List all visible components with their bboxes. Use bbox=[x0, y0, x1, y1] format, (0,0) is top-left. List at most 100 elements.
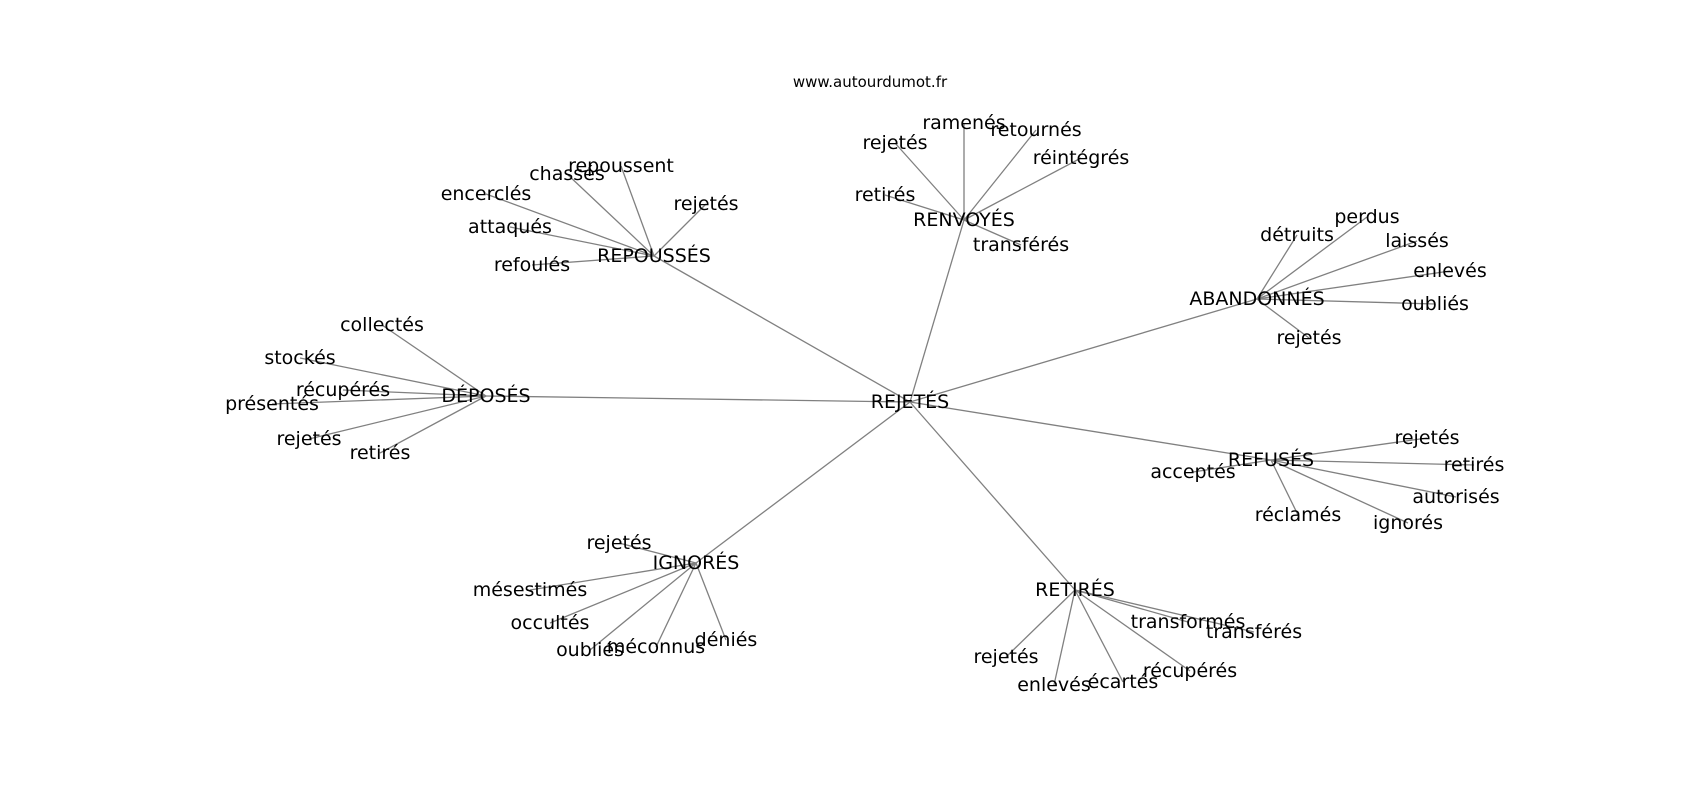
leaf-node-label: transférés bbox=[973, 234, 1069, 256]
hub-node-label: REPOUSSÉS bbox=[597, 244, 711, 267]
edge-hub-to-leaf bbox=[653, 203, 707, 257]
edge-center-to-hub bbox=[909, 219, 965, 403]
edge-hub-to-leaf bbox=[271, 395, 487, 405]
leaf-node-label: retirés bbox=[1444, 454, 1505, 476]
leaf-node-label: transférés bbox=[1206, 621, 1302, 643]
leaf-node-label: récupérés bbox=[1143, 660, 1237, 682]
leaf-node-label: rejetés bbox=[862, 132, 927, 154]
edge-hub-to-leaf bbox=[589, 562, 697, 651]
edge-hub-to-leaf bbox=[1270, 459, 1299, 516]
edge-hub-to-leaf bbox=[1270, 437, 1428, 461]
edge-hub-to-leaf bbox=[618, 542, 697, 564]
hub-node-label: DÉPOSÉS bbox=[441, 384, 530, 407]
edge-hub-to-leaf bbox=[963, 157, 1082, 221]
edge-hub-to-leaf bbox=[529, 562, 697, 591]
edge-hub-to-leaf bbox=[1256, 298, 1310, 339]
leaf-node-label: refoulés bbox=[494, 254, 570, 276]
center-node-label: REJETÉS bbox=[871, 390, 950, 413]
edge-hub-to-leaf bbox=[299, 357, 487, 397]
edge-hub-to-leaf bbox=[1270, 459, 1457, 498]
leaf-node-label: ramenés bbox=[922, 112, 1005, 134]
hub-node-label: ABANDONNÉS bbox=[1189, 287, 1324, 310]
edge-hub-to-leaf bbox=[381, 324, 487, 397]
leaf-node-label: écartés bbox=[1088, 671, 1159, 693]
edge-hub-to-leaf bbox=[1192, 459, 1272, 473]
hub-node-label: IGNORÉS bbox=[653, 551, 740, 574]
leaf-node-label: déniés bbox=[695, 629, 758, 651]
leaf-node-label: repoussent bbox=[568, 155, 674, 177]
edge-center-to-hub bbox=[909, 401, 1076, 591]
edge-hub-to-leaf bbox=[1256, 270, 1451, 300]
leaf-node-label: transformés bbox=[1131, 611, 1246, 633]
hub-node-label: REFUSÉS bbox=[1228, 448, 1314, 471]
edge-hub-to-leaf bbox=[549, 562, 697, 624]
leaf-node-label: mésestimés bbox=[473, 579, 588, 601]
edge-hub-to-leaf bbox=[1256, 240, 1418, 300]
edge-hub-to-leaf bbox=[1074, 589, 1189, 623]
leaf-node-label: réintégrés bbox=[1033, 147, 1130, 169]
leaf-node-label: rejetés bbox=[1394, 427, 1459, 449]
leaf-node-label: occultés bbox=[511, 612, 590, 634]
edge-hub-to-leaf bbox=[379, 395, 487, 454]
edge-hub-to-leaf bbox=[1053, 589, 1076, 686]
leaf-node-label: retirés bbox=[350, 442, 411, 464]
edge-hub-to-leaf bbox=[1074, 589, 1191, 672]
leaf-node-label: rejetés bbox=[586, 532, 651, 554]
site-watermark: www.autourdumot.fr bbox=[793, 73, 948, 91]
leaf-node-label: chassés bbox=[529, 163, 605, 185]
hub-node-label: RETIRÉS bbox=[1035, 578, 1115, 601]
leaf-node-label: rejetés bbox=[276, 428, 341, 450]
leaf-node-label: perdus bbox=[1334, 206, 1399, 228]
edge-hub-to-leaf bbox=[1256, 234, 1298, 300]
edge-hub-to-leaf bbox=[1074, 589, 1255, 633]
edge-center-to-hub bbox=[485, 395, 911, 403]
leaf-node-label: réclamés bbox=[1255, 504, 1342, 526]
edge-hub-to-leaf bbox=[1256, 216, 1368, 300]
edges-layer bbox=[271, 123, 1475, 686]
edge-hub-to-leaf bbox=[485, 193, 655, 257]
edge-hub-to-leaf bbox=[531, 255, 655, 266]
edge-hub-to-leaf bbox=[963, 129, 1037, 221]
edge-hub-to-leaf bbox=[963, 219, 1022, 246]
leaf-node-label: retournés bbox=[990, 119, 1081, 141]
leaf-node-label: autorisés bbox=[1412, 486, 1499, 508]
leaf-node-label: encerclés bbox=[441, 183, 532, 205]
edge-hub-to-leaf bbox=[655, 562, 697, 648]
leaf-node-label: rejetés bbox=[973, 646, 1038, 668]
leaf-node-label: stockés bbox=[264, 347, 335, 369]
edge-hub-to-leaf bbox=[1005, 589, 1076, 658]
leaf-node-label: détruits bbox=[1260, 224, 1334, 246]
edge-hub-to-leaf bbox=[620, 165, 655, 257]
leaf-node-label: rejetés bbox=[1276, 327, 1341, 349]
edge-hub-to-leaf bbox=[1074, 589, 1124, 683]
edge-hub-to-leaf bbox=[1270, 459, 1409, 524]
edge-center-to-hub bbox=[909, 298, 1258, 403]
edge-hub-to-leaf bbox=[342, 389, 487, 397]
edge-hub-to-leaf bbox=[894, 142, 965, 221]
leaf-node-label: enlevés bbox=[1413, 260, 1487, 282]
edge-hub-to-leaf bbox=[884, 194, 965, 221]
leaf-node-label: attaqués bbox=[468, 216, 552, 238]
leaf-node-label: collectés bbox=[340, 314, 424, 336]
edge-hub-to-leaf bbox=[695, 562, 727, 641]
leaf-node-label: acceptés bbox=[1150, 461, 1235, 483]
edge-hub-to-leaf bbox=[566, 173, 655, 257]
edge-hub-to-leaf bbox=[308, 395, 487, 440]
leaf-node-label: oubliés bbox=[1401, 293, 1469, 315]
leaf-node-label: oubliés bbox=[556, 639, 624, 661]
leaf-node-label: laissés bbox=[1385, 230, 1449, 252]
edge-center-to-hub bbox=[695, 401, 911, 564]
edge-hub-to-leaf bbox=[1270, 459, 1475, 466]
leaf-node-label: méconnus bbox=[607, 636, 705, 658]
edge-hub-to-leaf bbox=[509, 226, 655, 257]
edge-center-to-hub bbox=[653, 255, 911, 403]
leaf-node-label: ignorés bbox=[1373, 512, 1443, 534]
hub-node-label: RENVOYÉS bbox=[913, 208, 1015, 231]
leaf-node-label: présentés bbox=[225, 393, 319, 415]
edge-center-to-hub bbox=[909, 401, 1272, 461]
leaf-node-label: récupérés bbox=[296, 379, 390, 401]
leaf-node-label: enlevés bbox=[1017, 674, 1091, 696]
edge-hub-to-leaf bbox=[1256, 298, 1436, 305]
